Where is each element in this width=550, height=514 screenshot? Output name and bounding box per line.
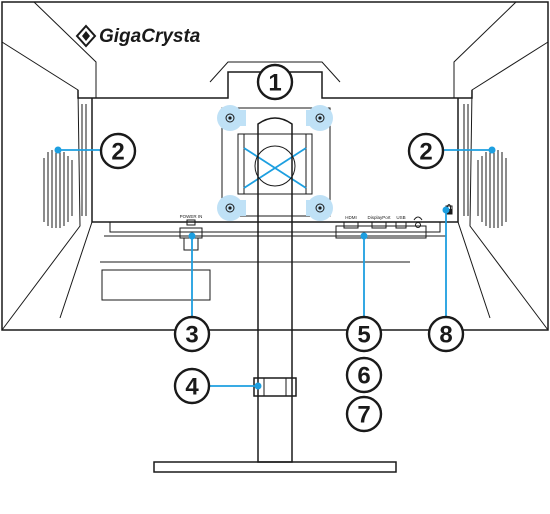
speaker-vent-right [463, 104, 507, 228]
usb-port-label: USB [396, 215, 405, 220]
port-panel: HDMI DisplayPort USB [335, 215, 427, 239]
callout-4: 4 [173, 367, 211, 405]
svg-text:1: 1 [268, 70, 281, 97]
displayport-port-label: DisplayPort [367, 215, 391, 220]
svg-text:2: 2 [419, 139, 432, 166]
callout-2-left: 2 [99, 132, 137, 170]
usb-port [395, 221, 407, 229]
svg-text:2: 2 [111, 139, 124, 166]
power-icon [186, 219, 196, 226]
svg-text:4: 4 [185, 374, 199, 401]
callout-6: 6 [345, 356, 383, 394]
headphone-icon [413, 216, 423, 221]
cable-holder [253, 377, 297, 397]
brand-logo: GigaCrysta [75, 24, 201, 48]
hdmi-port-label: HDMI [345, 215, 357, 220]
svg-text:6: 6 [357, 363, 370, 390]
speaker-vent-left [43, 104, 87, 228]
svg-text:5: 5 [357, 322, 370, 349]
callout-8: 8 [427, 315, 465, 353]
callout-7: 7 [345, 395, 383, 433]
power-port-label: POWER IN [180, 214, 203, 219]
brand-logo-text: GigaCrysta [99, 26, 201, 47]
callout-1: 1 [256, 63, 294, 101]
callout-2-right: 2 [407, 132, 445, 170]
brand-emblem-icon [75, 24, 97, 48]
displayport-port [371, 221, 387, 229]
leader-lines [54, 146, 496, 390]
svg-text:7: 7 [357, 402, 370, 429]
callout-5: 5 [345, 315, 383, 353]
stand [153, 117, 397, 473]
svg-text:8: 8 [439, 322, 452, 349]
vesa-mount [217, 105, 333, 221]
svg-text:3: 3 [185, 322, 198, 349]
headphone-jack [415, 222, 421, 228]
monitor-body [1, 1, 549, 331]
callout-3: 3 [173, 315, 211, 353]
hdmi-port [343, 221, 359, 229]
